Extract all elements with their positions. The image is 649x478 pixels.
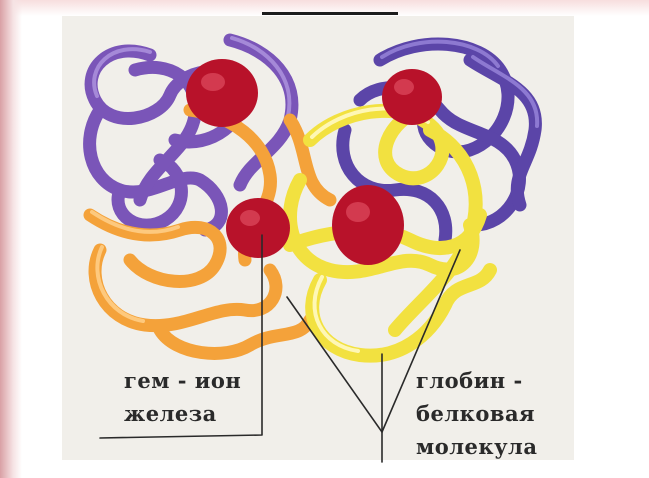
heme-group-center-right: [332, 185, 404, 265]
globin-label-line-2: белковая: [416, 398, 535, 430]
heme-group-center-left: [226, 198, 290, 258]
heme-label-line-2: железа: [124, 398, 217, 430]
heme-group-top-right: [382, 69, 442, 125]
heme-group-top-left: [186, 59, 258, 127]
heme-label-line-1: гем - ион: [124, 365, 241, 397]
globin-label-line-3: молекула: [416, 431, 537, 463]
globin-label-line-1: глобин -: [416, 365, 523, 397]
